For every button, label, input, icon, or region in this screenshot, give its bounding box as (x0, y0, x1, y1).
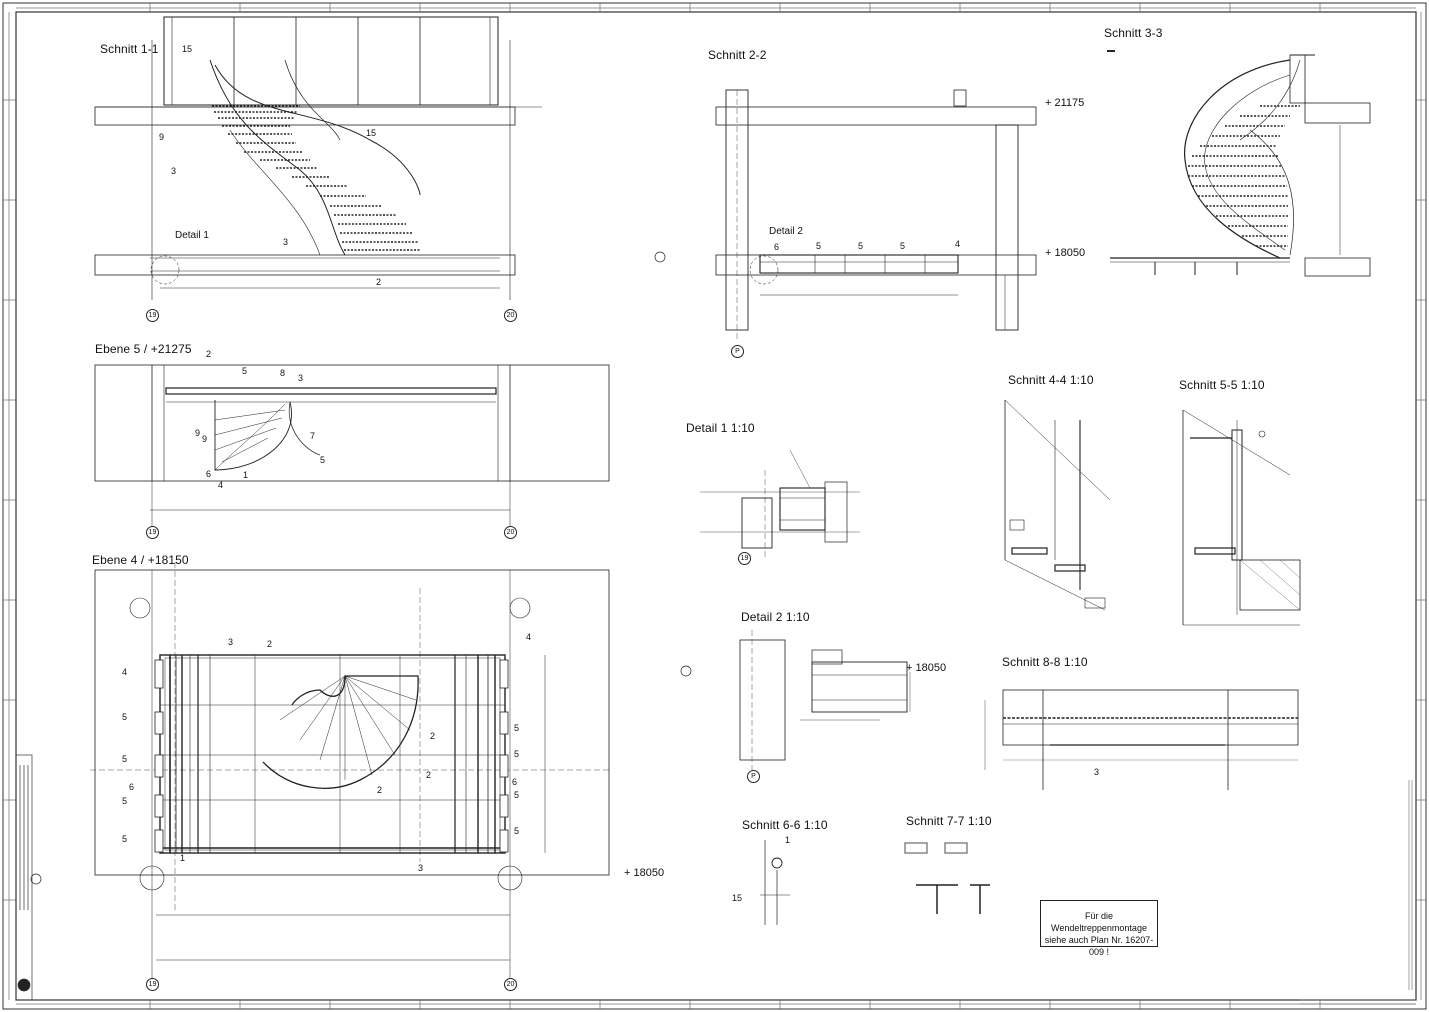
mark-e5-7: 7 (310, 431, 316, 441)
assembly-note-line-1: Für die Wendeltreppenmontage (1051, 911, 1147, 933)
mark-e5-3: 3 (298, 373, 304, 383)
mark-e5-8: 8 (280, 368, 286, 378)
cut-markers (30, 50, 1115, 885)
mark-e4-2-c: 2 (377, 785, 383, 795)
grid-axis-19-e5: 19 (146, 526, 159, 539)
level-18050-detail-2: + 18050 (906, 662, 947, 674)
title-schnitt-6-6: Schnitt 6-6 1:10 (742, 818, 828, 832)
title-schnitt-7-7: Schnitt 7-7 1:10 (906, 814, 992, 828)
callout-detail-1: Detail 1 (175, 230, 209, 241)
mark-e5-4: 4 (218, 480, 224, 490)
title-schnitt-2-2: Schnitt 2-2 (708, 48, 767, 62)
mark-e4-6-l: 6 (129, 782, 135, 792)
mark-5a-s22: 5 (816, 241, 822, 251)
mark-e4-3-bottom: 3 (418, 863, 424, 873)
mark-e5-6: 6 (206, 469, 212, 479)
mark-e5-5: 5 (242, 366, 248, 376)
assembly-note: Für die Wendeltreppenmontage siehe auch … (1040, 900, 1158, 957)
grid-axis-19-s11: 19 (146, 309, 159, 322)
section-5-5-drawing (1182, 409, 1301, 626)
title-schnitt-5-5: Schnitt 5-5 1:10 (1179, 378, 1265, 392)
mark-s88-3: 3 (1094, 767, 1100, 777)
grid-axis-19-e4: 19 (146, 978, 159, 991)
level-18050-section-2: + 18050 (1045, 247, 1086, 259)
plan-level-4-brackets (154, 659, 509, 853)
mark-e5-2: 2 (206, 349, 212, 359)
frame-ticks (3, 3, 1426, 1009)
mark-e4-6-r: 6 (512, 777, 518, 787)
plan-level-4-drawing (90, 562, 610, 985)
grid-axis-19-d1: 19 (738, 552, 751, 565)
mark-e5-5b: 5 (320, 455, 326, 465)
mark-5b-s22: 5 (858, 241, 864, 251)
detail-1-drawing (700, 449, 860, 560)
grid-axis-20-e4: 20 (504, 978, 517, 991)
mark-e4-5-l3: 5 (122, 796, 128, 806)
detail-2-drawing (739, 630, 911, 770)
section-7-7-drawing (904, 842, 990, 914)
title-block (15, 754, 33, 1001)
section-8-8-drawing (984, 689, 1299, 790)
mark-6-s22: 6 (774, 242, 780, 252)
mark-e4-5-r3: 5 (514, 790, 520, 800)
mark-e4-4-left: 4 (122, 667, 128, 677)
section-4-4-drawing (1004, 399, 1111, 611)
mark-e5-1: 1 (243, 470, 249, 480)
mark-2-bottom: 2 (376, 277, 382, 287)
mark-e4-3: 3 (228, 637, 234, 647)
mark-e4-5-r1: 5 (514, 723, 520, 733)
title-strip-right (1300, 780, 1416, 1005)
grid-axis-20-e5: 20 (504, 526, 517, 539)
mark-e4-2-r1: 2 (430, 731, 436, 741)
mark-9: 9 (159, 132, 165, 142)
title-schnitt-3-3: Schnitt 3-3 (1104, 26, 1163, 40)
mark-e4-4-right: 4 (526, 632, 532, 642)
section-2-2-drawing (715, 89, 1037, 340)
title-ebene-4: Ebene 4 / +18150 (92, 553, 189, 567)
mark-15-top: 15 (182, 44, 193, 54)
mark-e4-5-l1: 5 (122, 712, 128, 722)
mark-4-s22: 4 (955, 239, 961, 249)
mark-5c-s22: 5 (900, 241, 906, 251)
section-1-1-drawing (94, 16, 542, 300)
grid-axis-p-s22: P (731, 345, 744, 358)
mark-e4-2-r2: 2 (426, 770, 432, 780)
mark-e4-5-r4: 5 (514, 826, 520, 836)
mark-e4-5-l2: 5 (122, 754, 128, 764)
assembly-note-line-2: siehe auch Plan Nr. 16207-009 ! (1044, 935, 1154, 957)
section-3-3-drawing (1110, 54, 1371, 277)
mark-3-left: 3 (171, 166, 177, 176)
mark-e5-9a: 9 (195, 428, 201, 438)
mark-e4-5-l4: 5 (122, 834, 128, 844)
title-detail-2: Detail 2 1:10 (741, 610, 810, 624)
mark-e4-1: 1 (180, 853, 186, 863)
callout-detail-2: Detail 2 (769, 226, 803, 237)
title-schnitt-4-4: Schnitt 4-4 1:10 (1008, 373, 1094, 387)
mark-e4-2: 2 (267, 639, 273, 649)
grid-axis-20-s11: 20 (504, 309, 517, 322)
plan-level-5-drawing (94, 364, 610, 530)
section-6-6-drawing (760, 840, 790, 925)
mark-s66-15: 15 (732, 893, 743, 903)
section-3-3-treads (1188, 105, 1300, 247)
section-1-1-treads (212, 105, 420, 251)
title-ebene-5: Ebene 5 / +21275 (95, 342, 192, 356)
title-schnitt-1-1: Schnitt 1-1 (100, 42, 159, 56)
mark-3-bottom: 3 (283, 237, 289, 247)
mark-e5-9b: 9 (202, 434, 208, 444)
title-schnitt-8-8: Schnitt 8-8 1:10 (1002, 655, 1088, 669)
mark-15-right: 15 (366, 128, 377, 138)
grid-axis-p-d2: P (747, 770, 760, 783)
title-detail-1: Detail 1 1:10 (686, 421, 755, 435)
mark-e4-5-r2: 5 (514, 749, 520, 759)
level-18050-ebene-4: + 18050 (624, 867, 665, 879)
level-21175-section-2: + 21175 (1045, 97, 1085, 109)
mark-s66-1: 1 (785, 835, 791, 845)
